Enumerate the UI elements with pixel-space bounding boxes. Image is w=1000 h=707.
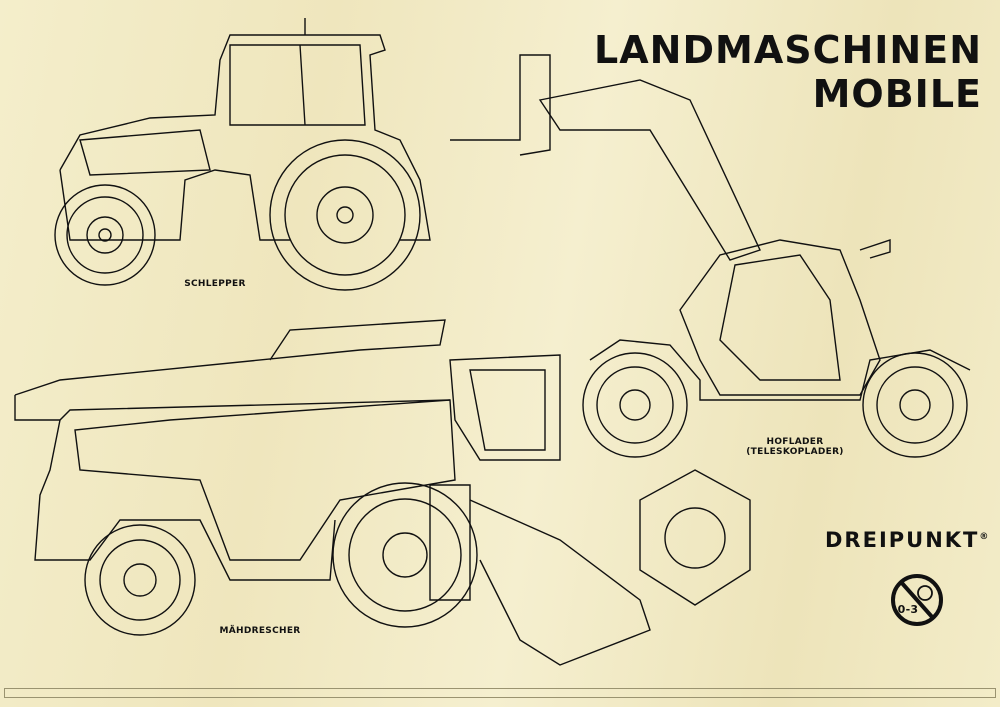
tractor-label: SCHLEPPER bbox=[184, 279, 246, 289]
loader-label: HOFLADER (TELESKOPLADER) bbox=[735, 437, 855, 457]
telehandler-drawing bbox=[450, 54, 971, 458]
age-warning-text: 0-3 bbox=[897, 603, 919, 616]
combine-label: MÄHDRESCHER bbox=[219, 626, 301, 636]
loader-label-line-1: HOFLADER bbox=[766, 437, 824, 447]
brand-logo: DREIPUNKT® bbox=[825, 528, 990, 552]
loader-label-line-2: (TELESKOPLADER) bbox=[746, 447, 844, 457]
board-edge-strip bbox=[4, 688, 996, 698]
tractor-drawing bbox=[54, 18, 431, 291]
registered-mark: ® bbox=[979, 532, 991, 542]
page-title: LANDMASCHINEN MOBILE bbox=[594, 28, 982, 116]
combine-drawing bbox=[14, 319, 751, 666]
not-for-children-0-3-icon bbox=[891, 574, 943, 626]
title-line-1: LANDMASCHINEN bbox=[594, 28, 982, 72]
brand-name: DREIPUNKT bbox=[825, 528, 980, 552]
title-line-2: MOBILE bbox=[812, 72, 982, 116]
